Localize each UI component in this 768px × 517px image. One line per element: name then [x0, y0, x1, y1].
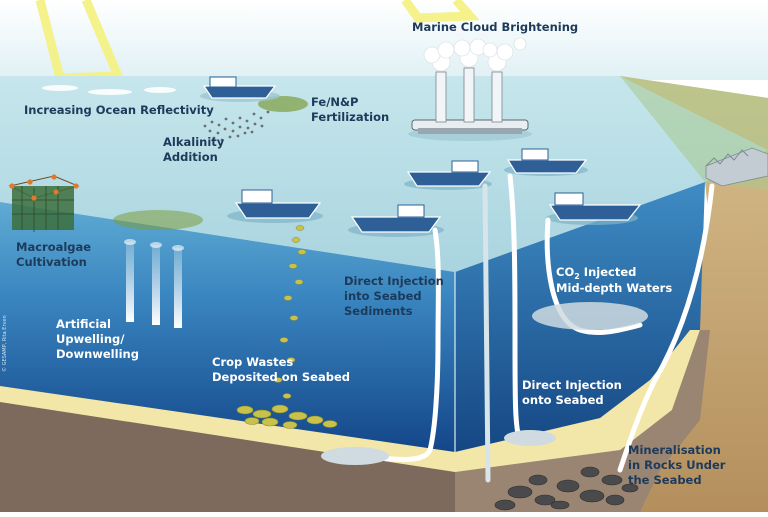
co2-plume-mid-depth	[532, 302, 648, 330]
cloud-brightening-platform	[408, 37, 532, 141]
crop-waste-pile	[236, 404, 338, 429]
reflectivity-foam	[42, 85, 176, 95]
image-credit: © GESAMP, Rita Erven	[1, 315, 8, 372]
factory	[705, 147, 768, 187]
co2-pool-seabed	[504, 430, 556, 446]
label-mineralisation-line1: Mineralisation	[628, 443, 721, 457]
boat-sediment-injection	[348, 204, 444, 237]
sky	[0, 0, 768, 80]
label-upwelling-line1: Artificial	[56, 317, 111, 331]
label-co2-injected: CO2 Injected	[556, 265, 636, 281]
label-fertilization-line1: Fe/N&P	[311, 95, 358, 109]
label-macroalgae-line1: Macroalgae	[16, 240, 91, 254]
label-co2-subscript: 2	[574, 272, 580, 281]
rock-layer-front	[0, 398, 455, 512]
label-crop-wastes-line1: Crop Wastes	[212, 355, 293, 369]
fertilization-patch	[258, 96, 308, 112]
crop-waste-falling	[273, 225, 307, 399]
macroalgae-frame	[8, 174, 80, 232]
boat-injection-middle	[504, 148, 588, 176]
label-mid-depth-waters: Mid-depth Waters	[556, 281, 672, 295]
label-mineralisation-line2: in Rocks Under	[628, 458, 726, 472]
boat-mid-depth	[546, 192, 642, 225]
label-injection-seabed-line2: onto Seabed	[522, 393, 604, 407]
label-marine-cloud-brightening: Marine Cloud Brightening	[412, 20, 578, 34]
boat-crop-waste	[227, 189, 323, 223]
label-crop-wastes-line2: Deposited on Seabed	[212, 370, 350, 384]
label-co2-suffix: Injected	[580, 265, 637, 279]
label-increasing-ocean-reflectivity: Increasing Ocean Reflectivity	[24, 103, 214, 117]
label-mineralisation-line3: the Seabed	[628, 473, 702, 487]
co2-pool-sediment	[321, 447, 389, 465]
label-injection-sediments-line1: Direct Injection	[344, 274, 444, 288]
label-injection-seabed-line1: Direct Injection	[522, 378, 622, 392]
label-alkalinity-line2: Addition	[163, 150, 218, 164]
algae-patch	[113, 210, 203, 230]
mineral-rocks	[494, 466, 639, 511]
label-co2-prefix: CO	[556, 265, 574, 279]
upwelling-columns	[124, 239, 184, 328]
seabed-sand-right	[455, 330, 700, 472]
label-upwelling-line3: Downwelling	[56, 347, 139, 361]
label-alkalinity-line1: Alkalinity	[163, 135, 225, 149]
boat-injection-left	[404, 160, 492, 190]
alkalinity-particles	[203, 110, 270, 142]
label-injection-sediments-line3: Sediments	[344, 304, 413, 318]
label-fertilization-line2: Fertilization	[311, 110, 389, 124]
label-injection-sediments-line2: into Seabed	[344, 289, 422, 303]
boat-reflectivity	[200, 76, 280, 102]
rock-layer-right	[455, 330, 710, 512]
label-macroalgae-line2: Cultivation	[16, 255, 87, 269]
label-upwelling-line2: Upwelling/	[56, 332, 125, 346]
